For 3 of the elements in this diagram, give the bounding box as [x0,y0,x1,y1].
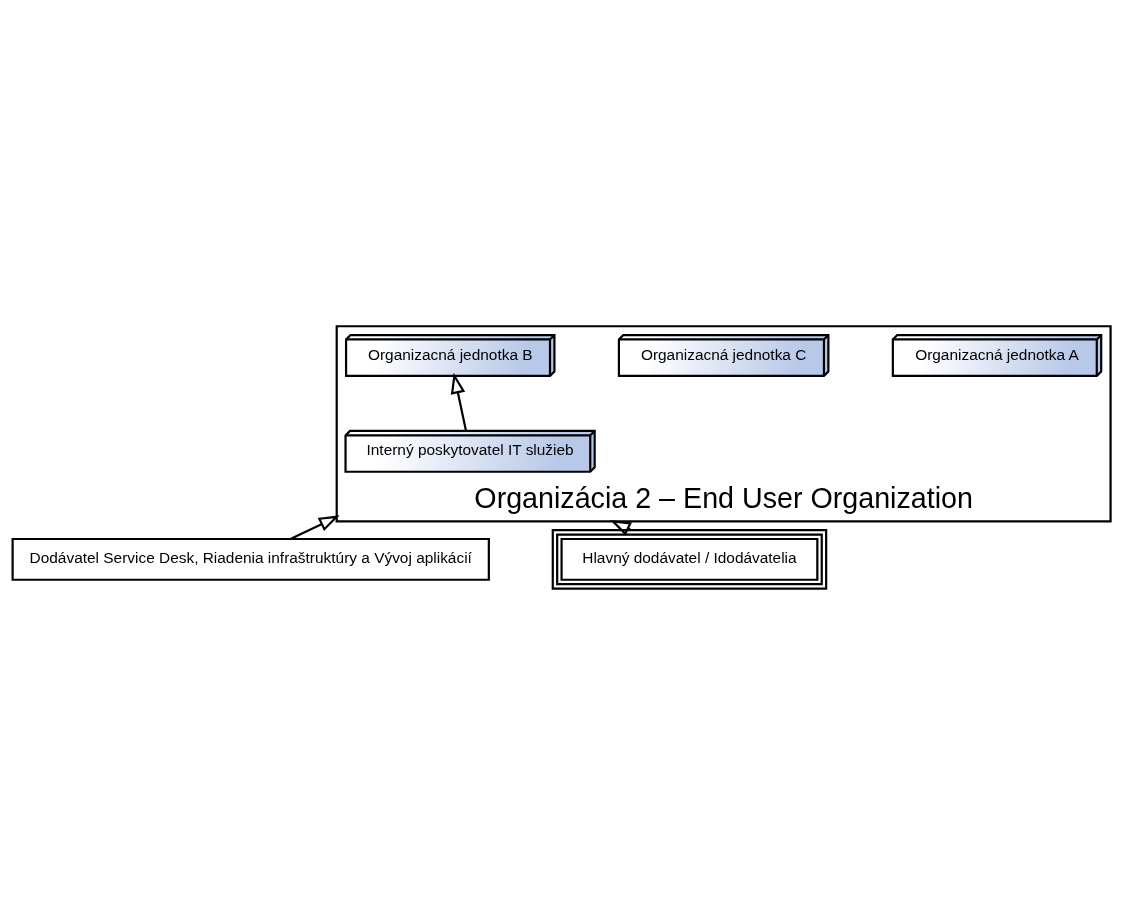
node-box: Dodávatel Service Desk, Riadenia infraštruktúry a Vývoj aplikácií [11,537,490,581]
arrow [290,515,340,540]
arrow [450,372,468,432]
